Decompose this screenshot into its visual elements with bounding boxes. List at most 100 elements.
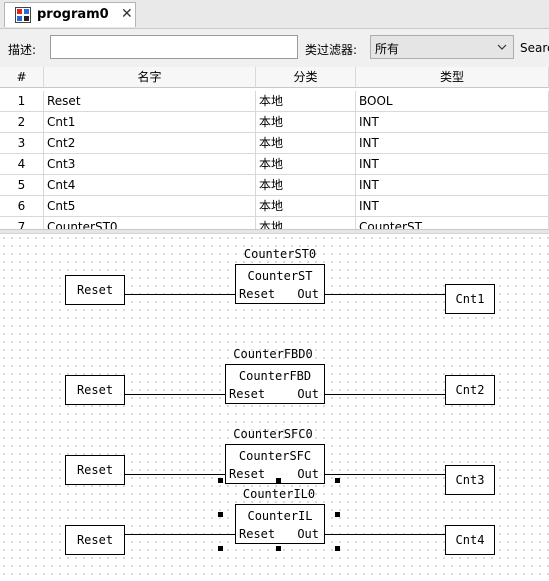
connection-wire[interactable] bbox=[125, 294, 235, 295]
row-index: 5 bbox=[0, 175, 44, 196]
selection-handle[interactable] bbox=[335, 512, 340, 517]
table-row[interactable]: 7 CounterST0 本地 CounterST bbox=[0, 217, 549, 229]
header-class[interactable]: 分类 bbox=[256, 67, 356, 88]
block-instance-name: CounterFBD0 bbox=[233, 347, 313, 361]
pane-splitter[interactable] bbox=[0, 229, 549, 234]
header-index[interactable]: # bbox=[0, 67, 44, 88]
row-index: 2 bbox=[0, 112, 44, 133]
class-filter-select[interactable]: 所有 bbox=[370, 35, 514, 59]
row-name[interactable]: Cnt1 bbox=[44, 112, 256, 133]
input-variable-block[interactable]: Reset bbox=[65, 375, 125, 405]
connection-wire[interactable] bbox=[325, 294, 445, 295]
header-name[interactable]: 名字 bbox=[44, 67, 256, 88]
program-icon bbox=[15, 7, 31, 23]
input-variable-label: Reset bbox=[76, 283, 114, 297]
header-type[interactable]: 类型 bbox=[356, 67, 549, 88]
input-pin-label: Reset bbox=[229, 467, 266, 481]
row-class[interactable]: 本地 bbox=[256, 175, 356, 196]
input-variable-label: Reset bbox=[76, 463, 114, 477]
output-variable-label: Cnt3 bbox=[455, 473, 485, 487]
close-icon[interactable]: ✕ bbox=[121, 6, 133, 22]
row-name[interactable]: Reset bbox=[44, 91, 256, 112]
row-class[interactable]: 本地 bbox=[256, 196, 356, 217]
output-variable-label: Cnt4 bbox=[455, 533, 485, 547]
description-label: 描述: bbox=[8, 43, 37, 57]
input-variable-block[interactable]: Reset bbox=[65, 455, 125, 485]
output-pin-label: Out bbox=[297, 287, 319, 301]
input-pin-label: Reset bbox=[229, 387, 266, 401]
connection-wire[interactable] bbox=[325, 474, 445, 475]
row-name[interactable]: Cnt3 bbox=[44, 154, 256, 175]
filter-bar: 描述: 类过滤器: 所有 Searc bbox=[0, 29, 549, 67]
input-variable-block[interactable]: Reset bbox=[65, 275, 125, 305]
table-row[interactable]: 2 Cnt1 本地 INT bbox=[0, 112, 549, 133]
selection-handle[interactable] bbox=[276, 478, 281, 483]
row-name[interactable]: Cnt4 bbox=[44, 175, 256, 196]
tab-label: program0 bbox=[37, 7, 109, 22]
row-index: 7 bbox=[0, 217, 44, 229]
row-type[interactable]: INT bbox=[356, 133, 549, 154]
output-variable-block[interactable]: Cnt4 bbox=[445, 525, 495, 555]
table-header: # 名字 分类 类型 bbox=[0, 67, 549, 88]
row-class[interactable]: 本地 bbox=[256, 91, 356, 112]
row-index: 4 bbox=[0, 154, 44, 175]
connection-wire[interactable] bbox=[325, 534, 445, 535]
output-variable-block[interactable]: Cnt3 bbox=[445, 465, 495, 495]
connection-wire[interactable] bbox=[125, 394, 225, 395]
input-variable-block[interactable]: Reset bbox=[65, 525, 125, 555]
connection-wire[interactable] bbox=[125, 534, 235, 535]
output-variable-block[interactable]: Cnt2 bbox=[445, 375, 495, 405]
row-index: 3 bbox=[0, 133, 44, 154]
row-type[interactable]: BOOL bbox=[356, 91, 549, 112]
selection-handle[interactable] bbox=[276, 546, 281, 551]
connection-wire[interactable] bbox=[325, 394, 445, 395]
editor-tab-bar: program0 ✕ bbox=[0, 0, 549, 29]
function-block-type: CounterST bbox=[247, 269, 313, 283]
function-block-type: CounterFBD bbox=[238, 369, 312, 383]
row-type[interactable]: INT bbox=[356, 175, 549, 196]
function-block-type: CounterIL bbox=[247, 509, 313, 523]
selection-handle[interactable] bbox=[335, 478, 340, 483]
chevron-down-icon bbox=[497, 41, 507, 51]
function-block-type: CounterSFC bbox=[238, 449, 312, 463]
output-variable-block[interactable]: Cnt1 bbox=[445, 284, 495, 314]
function-block[interactable]: CounterST Reset Out bbox=[235, 264, 325, 304]
selection-handle[interactable] bbox=[335, 546, 340, 551]
row-class[interactable]: 本地 bbox=[256, 217, 356, 229]
variables-table: # 名字 分类 类型 1 Reset 本地 BOOL 2 Cnt1 本地 INT… bbox=[0, 67, 549, 229]
connection-wire[interactable] bbox=[125, 474, 225, 475]
selection-handle[interactable] bbox=[218, 546, 223, 551]
function-block[interactable]: CounterFBD Reset Out bbox=[225, 364, 325, 404]
input-pin-label: Reset bbox=[239, 527, 276, 541]
row-index: 1 bbox=[0, 91, 44, 112]
row-class[interactable]: 本地 bbox=[256, 133, 356, 154]
fbd-diagram-canvas[interactable]: CounterST0 Reset CounterST Reset Out Cnt… bbox=[0, 234, 549, 581]
row-class[interactable]: 本地 bbox=[256, 112, 356, 133]
function-block[interactable]: CounterSFC Reset Out bbox=[225, 444, 325, 484]
selection-handle[interactable] bbox=[218, 478, 223, 483]
row-type[interactable]: INT bbox=[356, 154, 549, 175]
table-row[interactable]: 5 Cnt4 本地 INT bbox=[0, 175, 549, 196]
row-type[interactable]: INT bbox=[356, 196, 549, 217]
row-name[interactable]: Cnt2 bbox=[44, 133, 256, 154]
table-row[interactable]: 6 Cnt5 本地 INT bbox=[0, 196, 549, 217]
table-row[interactable]: 4 Cnt3 本地 INT bbox=[0, 154, 549, 175]
row-type[interactable]: INT bbox=[356, 112, 549, 133]
row-index: 6 bbox=[0, 196, 44, 217]
row-name[interactable]: CounterST0 bbox=[44, 217, 256, 229]
block-instance-name: CounterIL0 bbox=[242, 487, 316, 501]
class-filter-label: 类过滤器: bbox=[305, 43, 358, 57]
description-input[interactable] bbox=[50, 35, 298, 59]
row-name[interactable]: Cnt5 bbox=[44, 196, 256, 217]
output-pin-label: Out bbox=[297, 467, 319, 481]
function-block[interactable]: CounterIL Reset Out bbox=[235, 504, 325, 544]
row-class[interactable]: 本地 bbox=[256, 154, 356, 175]
tab-program0[interactable]: program0 ✕ bbox=[4, 2, 136, 27]
input-pin-label: Reset bbox=[239, 287, 276, 301]
table-row[interactable]: 3 Cnt2 本地 INT bbox=[0, 133, 549, 154]
input-variable-label: Reset bbox=[76, 383, 114, 397]
selection-handle[interactable] bbox=[218, 512, 223, 517]
output-variable-label: Cnt2 bbox=[455, 383, 485, 397]
row-type[interactable]: CounterST bbox=[356, 217, 549, 229]
table-row[interactable]: 1 Reset 本地 BOOL bbox=[0, 91, 549, 112]
